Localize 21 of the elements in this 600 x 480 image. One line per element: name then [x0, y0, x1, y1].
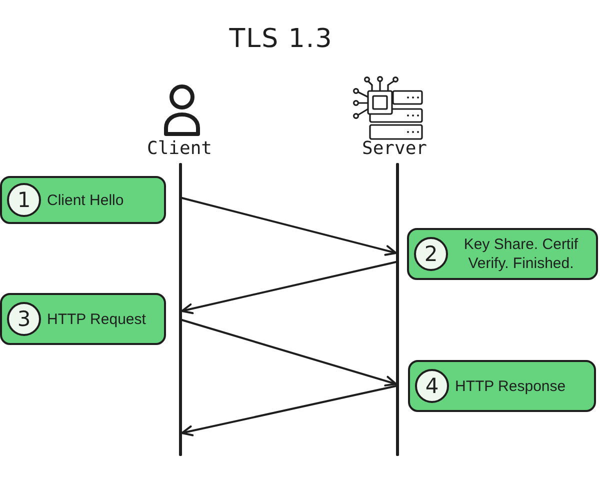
step-number: 3 [7, 302, 41, 336]
diagram-title: TLS 1.3 [229, 24, 333, 54]
step-number: 1 [7, 183, 41, 217]
message-box [0, 176, 166, 224]
message-arrow [181, 385, 397, 436]
message-arrow [181, 319, 397, 386]
message-text: HTTP Response [455, 376, 566, 396]
message-arrow [181, 197, 397, 256]
message-box [407, 228, 598, 280]
lifeline [396, 163, 399, 456]
message-text: HTTP Request [47, 310, 146, 328]
message-box [408, 360, 596, 412]
message-arrow [181, 261, 397, 314]
step-number: 2 [414, 237, 448, 271]
message-box [0, 293, 166, 345]
step-number: 4 [415, 369, 449, 403]
message-text: Client Hello [47, 190, 124, 210]
lifeline [179, 163, 182, 456]
message-text: Key Share. Certif Verify. Finished. [462, 235, 580, 273]
participant-label: Server [362, 139, 428, 159]
participant-label: Client [147, 139, 212, 159]
